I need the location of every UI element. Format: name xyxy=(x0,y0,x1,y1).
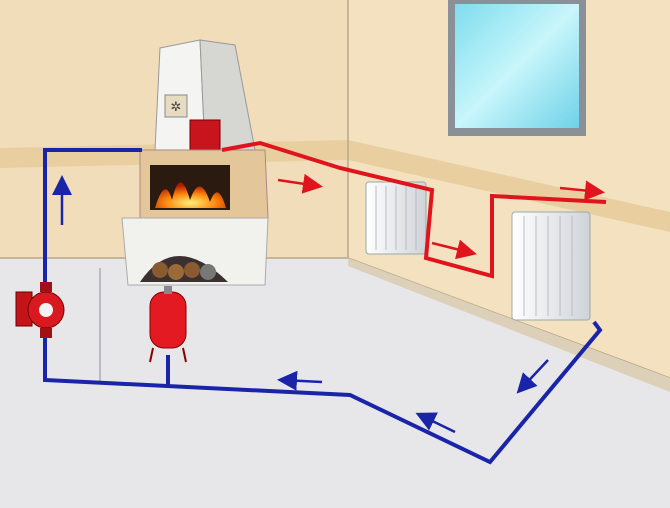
radiator-body xyxy=(511,211,591,321)
expansion-tank xyxy=(149,286,187,363)
window-glass xyxy=(455,4,579,128)
radiator-2 xyxy=(511,211,591,321)
pump-hub xyxy=(39,303,53,317)
tank-valve xyxy=(164,286,172,294)
pump-flange xyxy=(40,282,52,292)
flow-arrow xyxy=(431,239,477,260)
right-wall-band xyxy=(348,140,670,232)
fireplace-boiler: ✲ xyxy=(121,39,269,286)
tank-body xyxy=(149,291,187,349)
window xyxy=(448,0,586,136)
stone xyxy=(200,264,216,280)
vent-grille xyxy=(164,94,188,118)
heat-exchanger xyxy=(189,119,221,156)
return-flow-arrows xyxy=(52,175,549,434)
fire xyxy=(155,182,226,208)
return-pipe xyxy=(43,148,603,465)
pump-flange xyxy=(40,328,52,338)
radiator-1 xyxy=(365,181,427,255)
tank-leg xyxy=(182,347,187,363)
flow-arrow xyxy=(415,412,456,434)
vent-fan-icon: ✲ xyxy=(171,100,182,115)
supply-flow-arrows xyxy=(277,173,605,260)
log xyxy=(152,262,168,278)
flow-arrow xyxy=(277,173,323,194)
log xyxy=(184,262,200,278)
flow-arrow xyxy=(277,370,323,391)
flow-arrow xyxy=(559,180,605,201)
flow-arrow xyxy=(516,359,549,394)
tank-leg xyxy=(149,347,154,363)
log xyxy=(168,264,184,280)
circulation-pump xyxy=(15,282,65,338)
baseboard xyxy=(348,258,670,392)
supply-pipe xyxy=(221,140,607,279)
